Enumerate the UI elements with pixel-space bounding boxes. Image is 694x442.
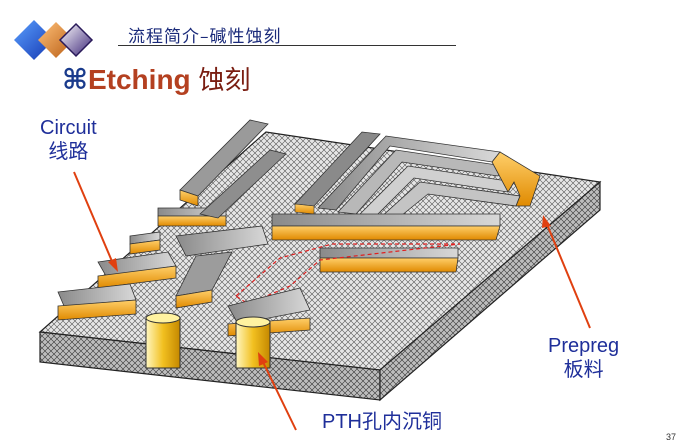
trace-upper-2-side	[157, 215, 227, 227]
pth-hole-left	[145, 317, 181, 369]
page-number: 37	[666, 432, 677, 442]
etching-diagram	[38, 119, 602, 431]
board-side-face	[379, 180, 601, 402]
circuit-trace	[57, 231, 177, 321]
trace-horizontal-top	[271, 213, 501, 227]
arrow-prepreg	[545, 221, 591, 329]
title-chinese: 蚀刻	[198, 66, 251, 96]
label-prepreg: Prepreg 板料	[548, 334, 619, 382]
trace-horizontal-2-side	[319, 257, 459, 273]
pth-hole-right-rim	[235, 316, 271, 328]
label-circuit-zh: 线路	[48, 141, 89, 163]
trace-left-step-1-side	[129, 239, 161, 255]
trace-diag-edge	[491, 151, 541, 207]
trace-left-step-2-side	[97, 265, 177, 289]
trace-center-top	[175, 225, 269, 257]
logo-diamond-purple-icon	[58, 22, 94, 58]
arrow-circuit	[73, 171, 115, 267]
pth-hole-left-rim	[145, 312, 181, 324]
trace-horizontal-side	[271, 225, 501, 241]
arrow-circuit-head-icon	[108, 258, 118, 272]
trace-upper-3-top	[199, 149, 287, 219]
label-circuit: Circuit 线路	[40, 116, 97, 164]
header-title: 流程简介–碱性蚀刻	[128, 27, 282, 47]
trace-horizontal-2	[319, 247, 459, 259]
trace-center-side	[175, 289, 213, 309]
header-divider	[118, 45, 456, 46]
angled-traces	[271, 131, 541, 273]
label-pth: PTH孔内沉铜	[322, 411, 442, 433]
upper-traces	[157, 119, 287, 227]
label-circuit-en: Circuit	[40, 117, 97, 139]
trace-left-base-side	[57, 299, 137, 321]
arrow-pth-head-icon	[258, 352, 268, 366]
page-title: ⌘Etching 蚀刻	[62, 60, 250, 97]
arrow-prepreg-head-icon	[542, 215, 551, 228]
trace-diag-1-side	[294, 203, 315, 215]
logo-diamond-orange-icon	[38, 22, 74, 58]
bullet-symbol: ⌘	[62, 64, 88, 95]
trace-upper-1-side	[179, 189, 199, 207]
header-logo	[14, 20, 94, 60]
pad-right-top	[227, 287, 311, 325]
label-prepreg-en: Prepreg	[548, 335, 620, 357]
arrow-pth	[261, 359, 297, 431]
label-prepreg-zh: 板料	[563, 359, 604, 381]
title-english: Etching	[87, 64, 191, 95]
leader-arrows	[73, 171, 591, 431]
logo-diamond-blue-icon	[14, 20, 54, 60]
